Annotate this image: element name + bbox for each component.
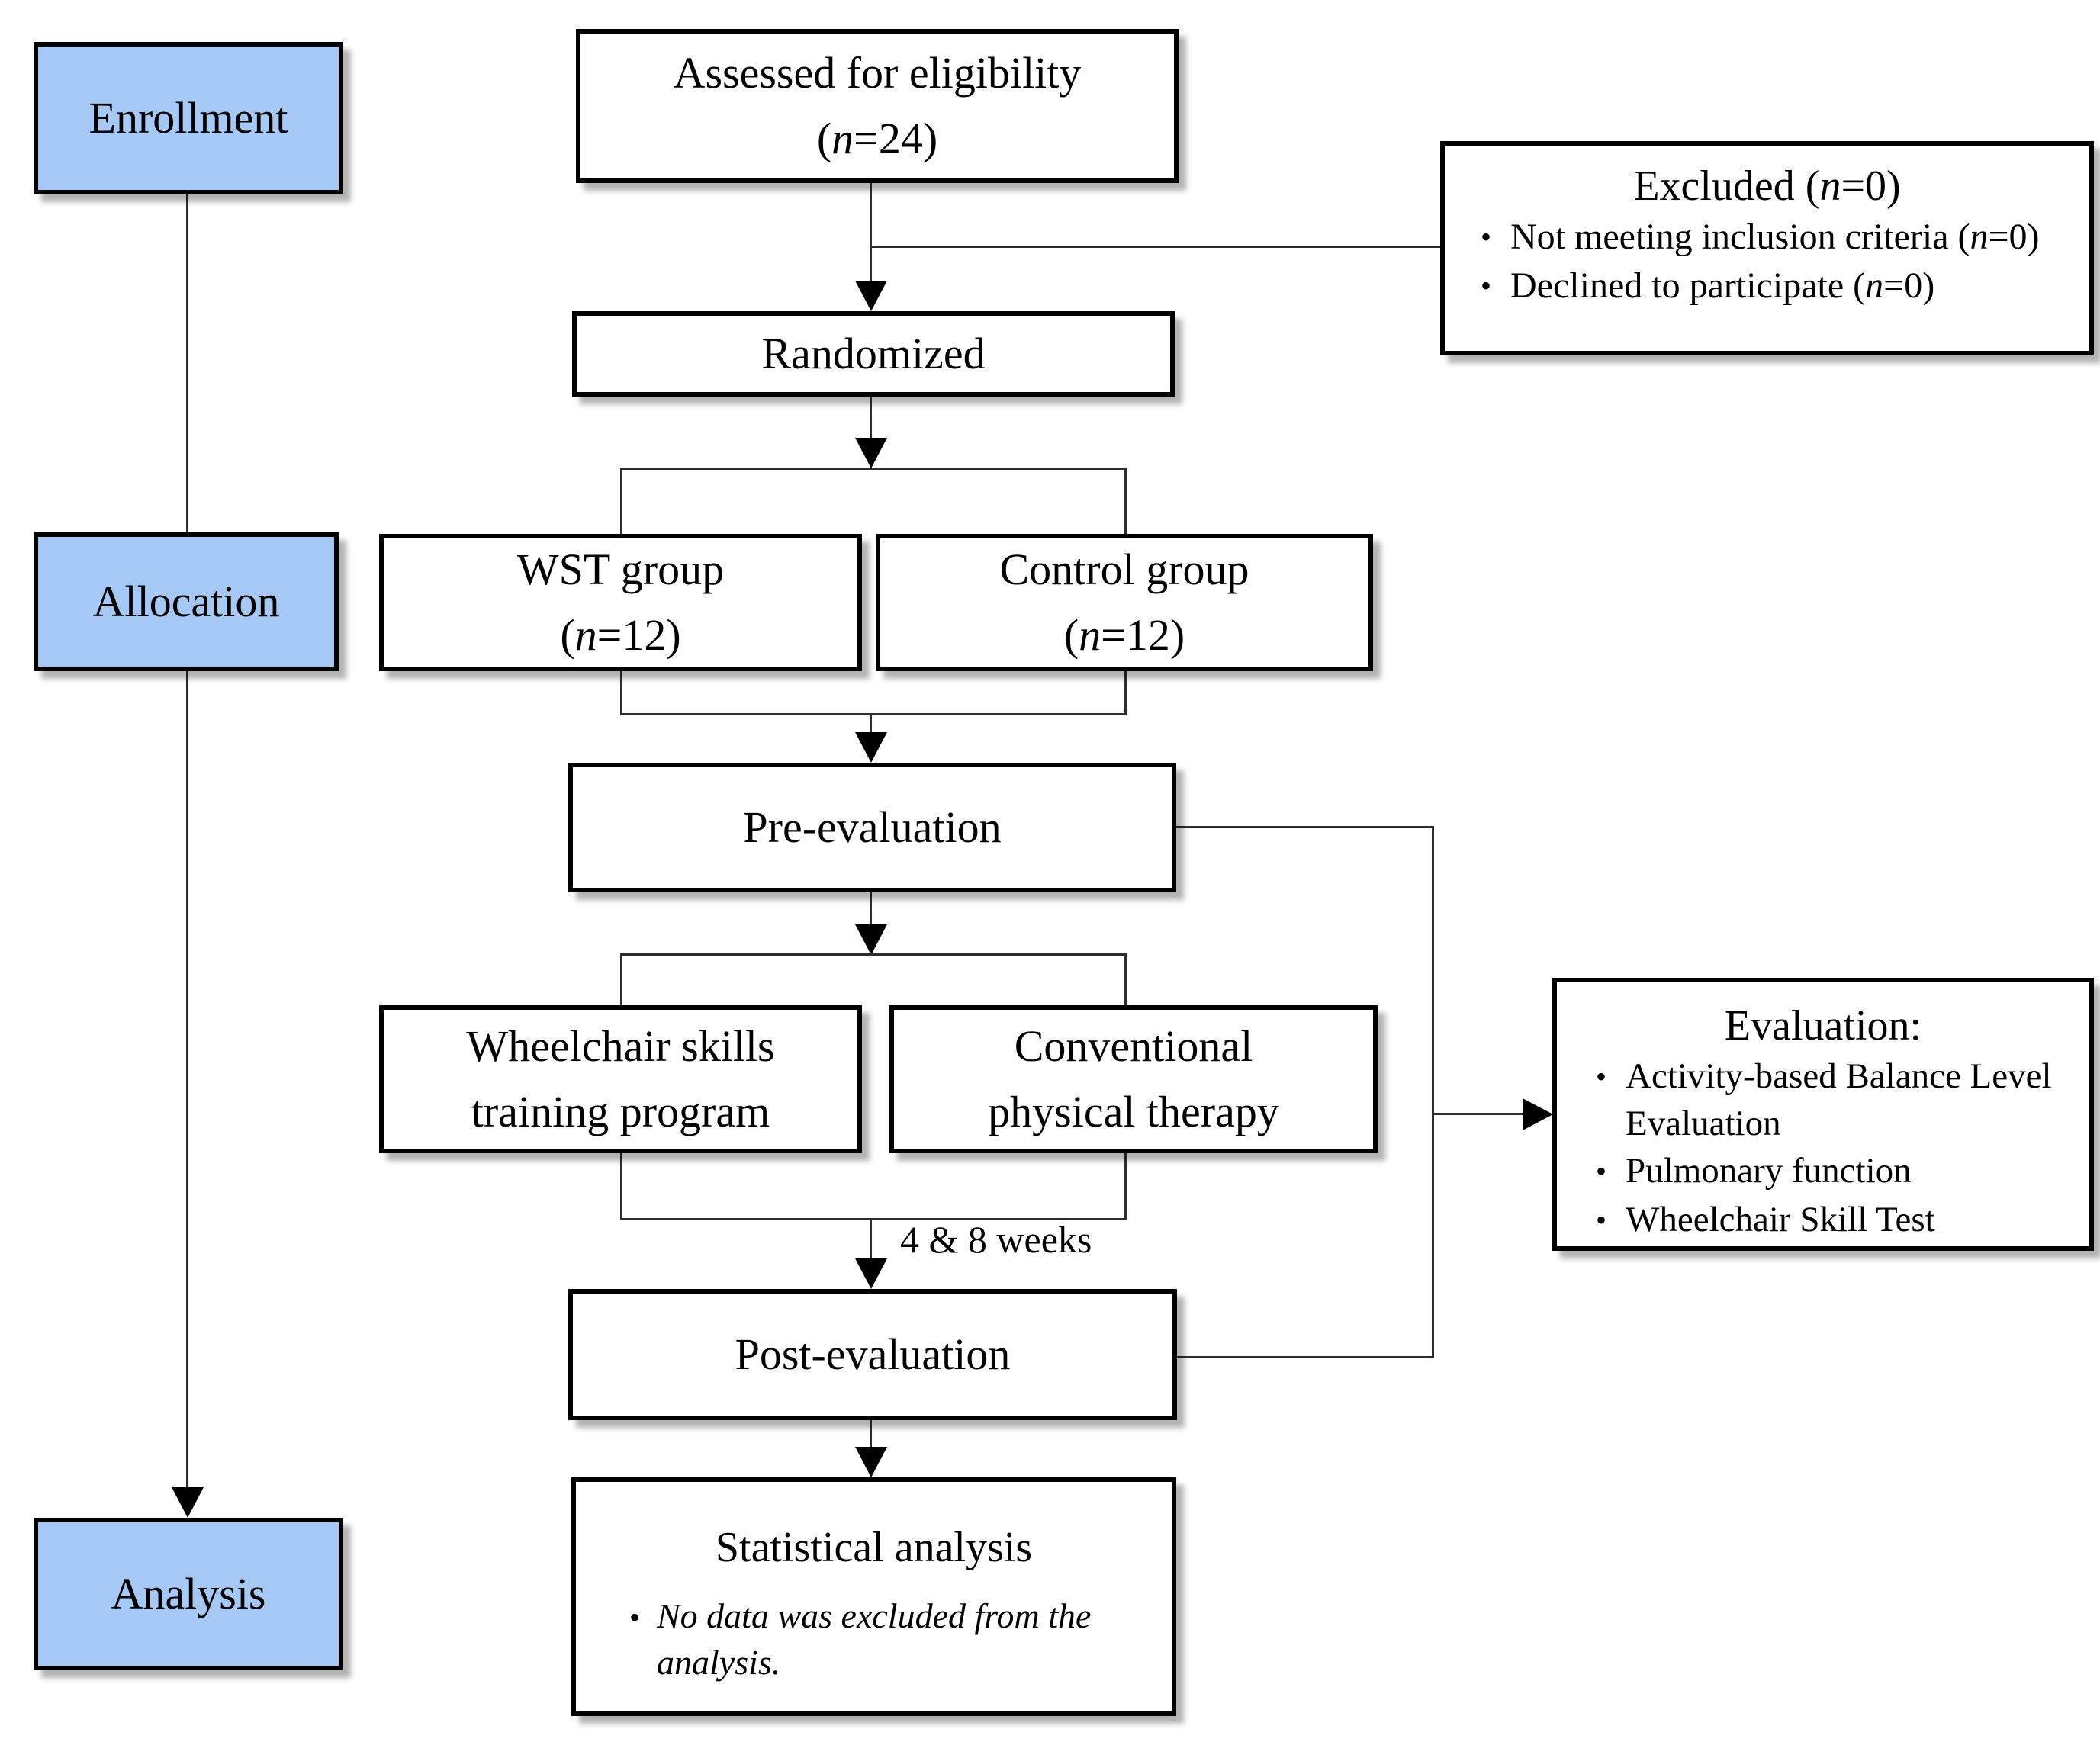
stage-label-enrollment: Enrollment xyxy=(88,93,288,143)
weeks-interval-label: 4 & 8 weeks xyxy=(900,1218,1092,1261)
connector-posteval-statistical xyxy=(870,1420,872,1448)
arrow-down-randomized-icon xyxy=(855,281,887,311)
stage-box-enrollment: Enrollment xyxy=(34,42,343,194)
bracket3-right-drop xyxy=(1124,956,1127,1005)
connector-randomized-bracket xyxy=(870,397,872,441)
connector-evaluation-arrow-stem xyxy=(1434,1113,1524,1115)
wst-n-count: (n=12) xyxy=(560,610,681,660)
arrow-down-preeval-icon xyxy=(855,732,887,763)
bracket1-right-drop xyxy=(1124,468,1127,534)
connector-enrollment-allocation xyxy=(186,194,188,532)
bullet-icon: • xyxy=(1595,1203,1606,1238)
bracket2-left-drop xyxy=(620,671,622,715)
flow-box-conventional-therapy: Conventional physical therapy xyxy=(889,1005,1378,1153)
bracket2-horizontal xyxy=(620,713,1127,715)
stage-box-allocation: Allocation xyxy=(34,532,339,671)
control-n-count: (n=12) xyxy=(1063,610,1185,660)
excluded-bullet-2-text: Declined to participate (n=0) xyxy=(1510,265,1935,306)
stage-box-analysis: Analysis xyxy=(34,1518,343,1670)
evaluation-bullet-list: • Activity-based Balance Level Evaluatio… xyxy=(1577,1053,2069,1245)
control-line1: Control group xyxy=(999,545,1249,595)
stage-label-allocation: Allocation xyxy=(92,577,280,627)
bullet-icon: • xyxy=(1480,268,1491,303)
evaluation-bullet-3-text: Wheelchair Skill Test xyxy=(1626,1200,1935,1240)
note-box-excluded: Excluded (n=0) • Not meeting inclusion c… xyxy=(1440,141,2094,355)
bracket4-horizontal xyxy=(620,1218,1127,1220)
connector-assessed-randomized xyxy=(870,183,872,282)
arrow-right-evaluation-icon xyxy=(1523,1098,1553,1130)
evaluation-bullet-1-text: Activity-based Balance Level Evaluation xyxy=(1626,1056,2052,1144)
evaluation-bullet-2-text: Pulmonary function xyxy=(1626,1151,1912,1191)
connector-posteval-evaluation xyxy=(1177,1356,1434,1358)
excluded-bullet-1: • Not meeting inclusion criteria (n=0) xyxy=(1462,213,2073,262)
arrow-down-posteval-icon xyxy=(855,1258,887,1289)
pre-evaluation-label: Pre-evaluation xyxy=(743,802,1002,853)
statistical-bullet: • No data was excluded from the analysis… xyxy=(576,1593,1172,1686)
statistical-title: Statistical analysis xyxy=(715,1524,1033,1571)
bracket2-right-drop xyxy=(1124,671,1127,715)
statistical-bullet-text: No data was excluded from the analysis. xyxy=(657,1596,1092,1682)
arrow-down-bracket3-icon xyxy=(855,924,887,955)
bracket1-left-drop xyxy=(620,468,622,534)
bracket1-horizontal xyxy=(620,468,1127,470)
excluded-bullet-list: • Not meeting inclusion criteria (n=0) •… xyxy=(1462,213,2073,310)
arrow-down-bracket1-icon xyxy=(855,438,887,468)
randomized-label: Randomized xyxy=(761,329,986,379)
bracket3-left-drop xyxy=(620,956,622,1005)
flow-box-randomized: Randomized xyxy=(572,311,1175,397)
flow-box-assessed: Assessed for eligibility (n=24) xyxy=(576,29,1179,183)
bullet-icon: • xyxy=(1595,1059,1606,1094)
flow-box-statistical-analysis: Statistical analysis • No data was exclu… xyxy=(571,1477,1176,1716)
excluded-title: Excluded (n=0) xyxy=(1633,162,1901,210)
conventional-line1: Conventional xyxy=(1014,1021,1253,1072)
conventional-line2: physical therapy xyxy=(988,1087,1279,1136)
wst-line1: WST group xyxy=(516,545,725,595)
excluded-bullet-1-text: Not meeting inclusion criteria (n=0) xyxy=(1510,217,2040,257)
stage-label-analysis: Analysis xyxy=(111,1569,266,1619)
connector-preeval-evaluation xyxy=(1176,826,1434,828)
flow-box-post-evaluation: Post-evaluation xyxy=(568,1289,1177,1420)
connector-bracket4-posteval xyxy=(870,1220,872,1260)
arrow-down-statistical-icon xyxy=(855,1447,887,1477)
wheelchair-line2: training program xyxy=(471,1087,770,1136)
flow-box-pre-evaluation: Pre-evaluation xyxy=(568,763,1176,892)
bullet-icon: • xyxy=(1480,220,1491,254)
flow-box-control-group: Control group (n=12) xyxy=(876,534,1373,671)
connector-allocation-analysis xyxy=(186,671,188,1489)
post-evaluation-label: Post-evaluation xyxy=(735,1329,1011,1380)
bracket4-right-drop xyxy=(1124,1153,1127,1220)
excluded-bullet-2: • Declined to participate (n=0) xyxy=(1462,262,2073,310)
evaluation-title: Evaluation: xyxy=(1724,1002,1922,1049)
arrow-down-analysis-icon xyxy=(172,1487,204,1518)
flow-box-wheelchair-skills: Wheelchair skills training program xyxy=(379,1005,862,1153)
assessed-line1: Assessed for eligibility xyxy=(673,48,1082,98)
evaluation-bullet-1: • Activity-based Balance Level Evaluatio… xyxy=(1577,1053,2069,1147)
flow-box-wst-group: WST group (n=12) xyxy=(379,534,862,671)
evaluation-bullet-3: • Wheelchair Skill Test xyxy=(1577,1196,2069,1245)
bullet-icon: • xyxy=(629,1600,640,1634)
bracket3-horizontal xyxy=(620,953,1127,956)
connector-bracket2-preeval xyxy=(870,715,872,734)
assessed-n-count: (n=24) xyxy=(816,114,938,163)
connector-preeval-bracket xyxy=(870,892,872,927)
evaluation-bullet-2: • Pulmonary function xyxy=(1577,1147,2069,1196)
connector-evaluation-vertical xyxy=(1432,826,1434,1358)
note-box-evaluation: Evaluation: • Activity-based Balance Lev… xyxy=(1552,978,2094,1251)
connector-branch-excluded xyxy=(870,246,1440,248)
bullet-icon: • xyxy=(1595,1154,1606,1189)
bracket4-left-drop xyxy=(620,1153,622,1220)
wheelchair-line1: Wheelchair skills xyxy=(466,1021,775,1072)
